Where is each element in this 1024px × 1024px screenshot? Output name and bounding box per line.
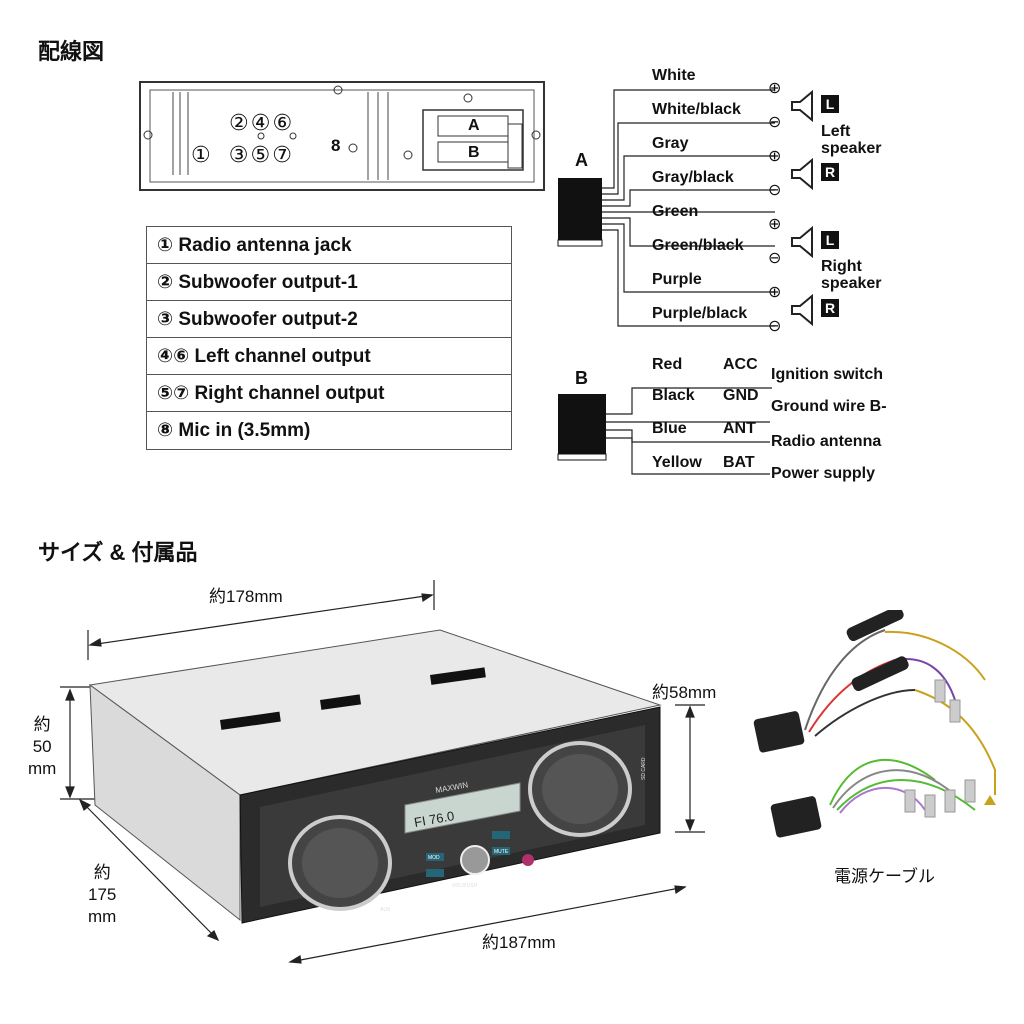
b-wire-code: ACC — [723, 356, 758, 373]
wire-label: White/black — [652, 101, 741, 118]
height-left-label: 50 — [32, 737, 52, 756]
speaker-icon — [791, 157, 813, 191]
b-wire-color: Yellow — [652, 454, 702, 471]
b-wire-desc: Power supply — [771, 465, 876, 482]
legend-row: ① Radio antenna jack — [147, 227, 511, 264]
volume-knob-label: VOL/PUSH — [452, 883, 478, 889]
plus-icon: ⊕ — [768, 284, 782, 301]
left-speaker-label: speaker — [821, 140, 882, 157]
right-badge: R — [821, 163, 839, 181]
right-speaker-label: Right — [821, 258, 862, 275]
b-wire-desc: Ground wire B- — [771, 398, 887, 415]
b-wire-code: GND — [723, 387, 759, 404]
minus-icon: ⊖ — [768, 114, 782, 131]
pin-5: ⑤ — [250, 142, 273, 167]
pin-4: ④ — [250, 110, 273, 135]
speaker-icon — [791, 293, 813, 327]
speaker-icon — [791, 225, 813, 259]
harness-a-label: A — [575, 150, 588, 170]
height-right-label: 約58mm — [652, 683, 717, 702]
b-wire-color: Red — [652, 356, 683, 373]
pin-1: ① — [191, 142, 213, 167]
aux-label: AUX — [380, 907, 391, 913]
wire-label: Gray/black — [652, 169, 734, 186]
b-wire-color: Blue — [652, 420, 687, 437]
wire-label: Gray — [652, 135, 689, 152]
wire-label: Purple — [652, 271, 702, 288]
legend-row: ② Subwoofer output-1 — [147, 264, 511, 301]
right-speaker-label: speaker — [821, 275, 882, 292]
pin-8: 8 — [331, 136, 341, 155]
pin-3: ③ — [228, 142, 251, 167]
depth-label: 約 — [93, 863, 111, 882]
b-wire-code: ANT — [723, 420, 756, 437]
plus-icon: ⊕ — [768, 148, 782, 165]
pin-legend-table: ① Radio antenna jack ② Subwoofer output-… — [146, 226, 512, 450]
device-illustration: MAXWIN FI 76.0 MOD MUTE VOL/PUSH SD CARD… — [60, 580, 705, 964]
minus-icon: ⊖ — [768, 182, 782, 199]
left-badge: L — [821, 231, 839, 249]
pin-2: ② — [229, 110, 251, 135]
harness-a-lines — [557, 89, 775, 327]
size-accessories-title: サイズ & 付属品 — [38, 540, 198, 565]
minus-icon: ⊖ — [768, 250, 782, 267]
pin-6: ⑥ — [272, 110, 295, 135]
mute-button: MUTE — [494, 849, 509, 855]
wire-label: Green/black — [652, 237, 744, 254]
legend-row: ⑧ Mic in (3.5mm) — [157, 420, 311, 441]
lcd-display: FI 76.0 — [413, 808, 455, 830]
wire-label: Purple/black — [652, 305, 748, 322]
legend-row: ③ Subwoofer output-2 — [147, 301, 511, 338]
depth-label: 175 — [88, 885, 117, 904]
speaker-icon — [791, 90, 813, 123]
harness-b-lines — [557, 387, 772, 475]
legend-row: ⑤⑦ Right channel output — [147, 375, 511, 412]
power-cable-illustration — [753, 610, 996, 838]
slot-a-label: A — [468, 117, 480, 134]
plus-icon: ⊕ — [768, 216, 782, 233]
width-top-label: 約178mm — [209, 587, 283, 606]
sd-card-label: SD CARD — [641, 757, 647, 780]
wiring-diagram-title: 配線図 — [38, 39, 105, 64]
plus-icon: ⊕ — [768, 80, 782, 97]
height-left-label: 約 — [33, 715, 51, 734]
slot-b-label: B — [468, 144, 480, 161]
rear-panel-diagram — [139, 81, 545, 191]
left-speaker-label: Left — [821, 123, 851, 140]
left-badge: L — [821, 95, 839, 113]
b-wire-desc: Radio antenna — [771, 433, 882, 450]
depth-label: mm — [88, 907, 117, 926]
mode-button: MOD — [428, 855, 440, 861]
speaker-icons — [791, 90, 813, 327]
wire-label: Green — [652, 203, 699, 220]
wire-label: White — [652, 67, 696, 84]
height-left-label: mm — [28, 759, 57, 778]
legend-row: ④⑥ Left channel output — [147, 338, 511, 375]
b-wire-code: BAT — [723, 454, 755, 471]
minus-icon: ⊖ — [768, 318, 782, 335]
b-wire-color: Black — [652, 387, 695, 404]
harness-b-label: B — [575, 368, 588, 388]
b-wire-desc: Ignition switch — [771, 366, 883, 383]
pin-7: ⑦ — [272, 142, 294, 167]
power-cable-caption: 電源ケーブル — [834, 867, 935, 886]
width-bottom-label: 約187mm — [482, 933, 556, 952]
right-badge: R — [821, 299, 839, 317]
